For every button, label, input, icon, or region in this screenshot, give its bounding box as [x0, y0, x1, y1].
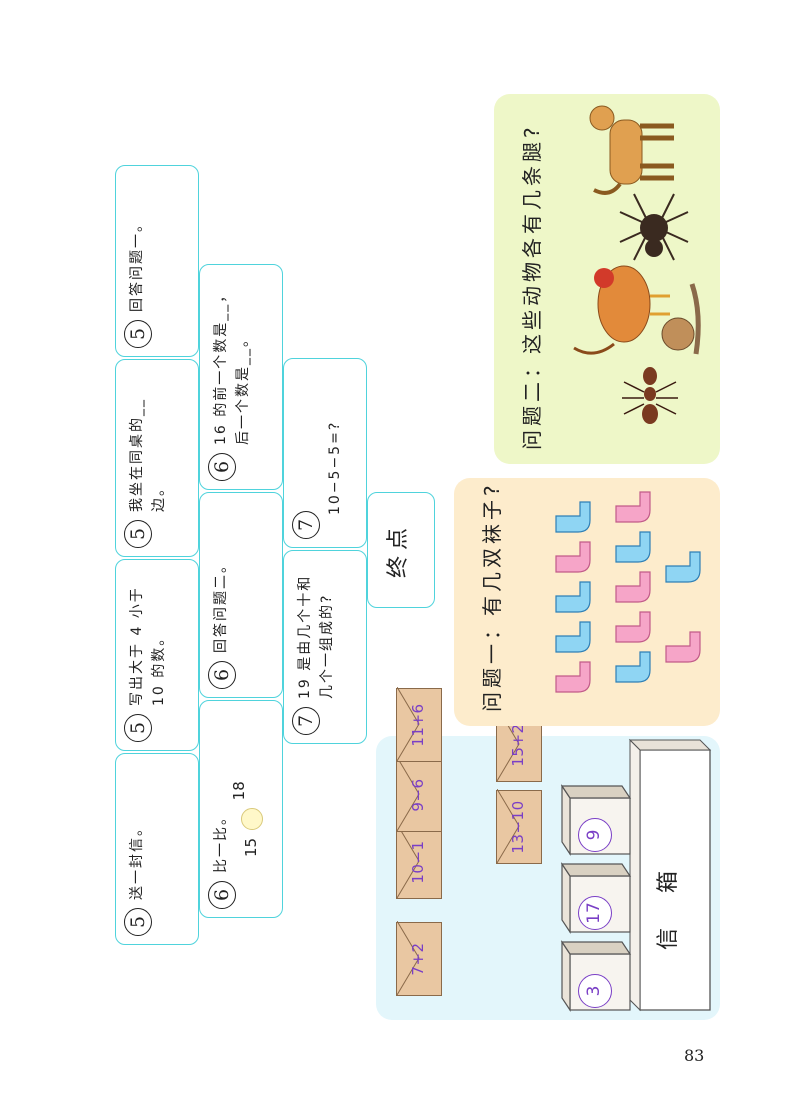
mailbox-slot-number: 17	[584, 902, 604, 924]
envelope-text: 10−1	[409, 840, 427, 884]
step-number: 7	[292, 707, 320, 735]
envelope-text: 11+6	[409, 703, 427, 747]
envelope-text: 13−10	[509, 800, 527, 854]
envelope-text: 7+2	[409, 942, 427, 976]
envelope-icon[interactable]: 11+6	[396, 687, 442, 762]
step-number: 5	[124, 320, 152, 348]
compare-left: 15	[242, 837, 260, 857]
step-card-number-16[interactable]: 6 16 的前一个数是__， 后一个数是__。	[199, 264, 283, 490]
page-number: 83	[684, 1046, 705, 1065]
step-text: 回答问题一。	[129, 216, 145, 312]
step-card-compare[interactable]: 6 比一比。 15 18	[199, 700, 283, 918]
compare-right: 18	[230, 781, 248, 801]
step-text: 回答问题二。	[213, 557, 229, 653]
step-text: 我坐在同桌的__边。	[129, 398, 167, 512]
mailbox-label: 信 箱	[656, 857, 681, 950]
step-text: 送一封信。	[129, 820, 145, 900]
step-text: 比一比。	[213, 809, 229, 873]
snail-icon	[661, 283, 701, 355]
mailbox-panel: 10−1 9−6 7+2 11+6	[376, 687, 720, 1020]
spider-icon	[619, 193, 689, 261]
ant-icon	[622, 367, 678, 424]
step-number: 7	[292, 511, 320, 539]
step-text: 写出大于 4 小于 10 的数。	[129, 586, 167, 706]
mailbox-slot[interactable]: 9	[578, 818, 612, 852]
step-card-subtraction[interactable]: 7 10−5−5=?	[283, 358, 367, 548]
sock-icon	[555, 491, 701, 693]
compare-circle[interactable]	[240, 808, 263, 831]
step-number: 5	[124, 908, 152, 936]
envelope-icon[interactable]: 10−1	[396, 824, 442, 899]
step-number: 5	[124, 714, 152, 742]
step-number: 6	[208, 453, 236, 481]
end-label: 终点	[386, 522, 411, 579]
dog-icon	[589, 105, 674, 195]
mailbox-slot[interactable]: 17	[578, 896, 612, 930]
step-card-send-letter[interactable]: 5 送一封信。	[115, 753, 199, 945]
compare-expression: 15 18	[230, 781, 263, 857]
step-card-answer-q1[interactable]: 5 回答问题一。	[115, 165, 199, 357]
question1-text: 问题一：有几双袜子?	[480, 481, 504, 712]
step-text: 10−5−5=?	[327, 420, 343, 515]
rooster-icon	[573, 265, 670, 355]
step-number: 6	[208, 881, 236, 909]
step-card-19[interactable]: 7 19 是由几个十和 几个一组成的?	[283, 550, 367, 744]
mailbox-slot-number: 3	[584, 985, 604, 997]
step-card-answer-q2[interactable]: 6 回答问题二。	[199, 492, 283, 698]
end-card[interactable]: 终点	[367, 492, 435, 608]
step-card-desk-side[interactable]: 5 我坐在同桌的__边。	[115, 359, 199, 557]
envelope-icon[interactable]: 9−6	[396, 757, 442, 832]
step-number: 6	[208, 661, 236, 689]
question2-text: 问题二：这些动物各有几条腿?	[520, 123, 544, 450]
question1-panel: 问题一：有几双袜子?	[454, 478, 720, 726]
animals-illustration	[573, 105, 701, 424]
step-text: 19 是由几个十和 几个一组成的?	[297, 574, 335, 699]
mailbox-slot[interactable]: 3	[578, 974, 612, 1008]
step-text: 16 的前一个数是__， 后一个数是__。	[213, 286, 251, 445]
step-number: 5	[124, 520, 152, 548]
envelope-icon[interactable]: 13−10	[496, 789, 542, 864]
envelope-text: 9−6	[409, 778, 427, 812]
question2-panel: 问题二：这些动物各有几条腿?	[494, 94, 720, 464]
step-card-write-numbers[interactable]: 5 写出大于 4 小于 10 的数。	[115, 559, 199, 751]
envelope-icon[interactable]: 7+2	[396, 921, 442, 996]
mailbox-slot-number: 9	[584, 829, 604, 841]
